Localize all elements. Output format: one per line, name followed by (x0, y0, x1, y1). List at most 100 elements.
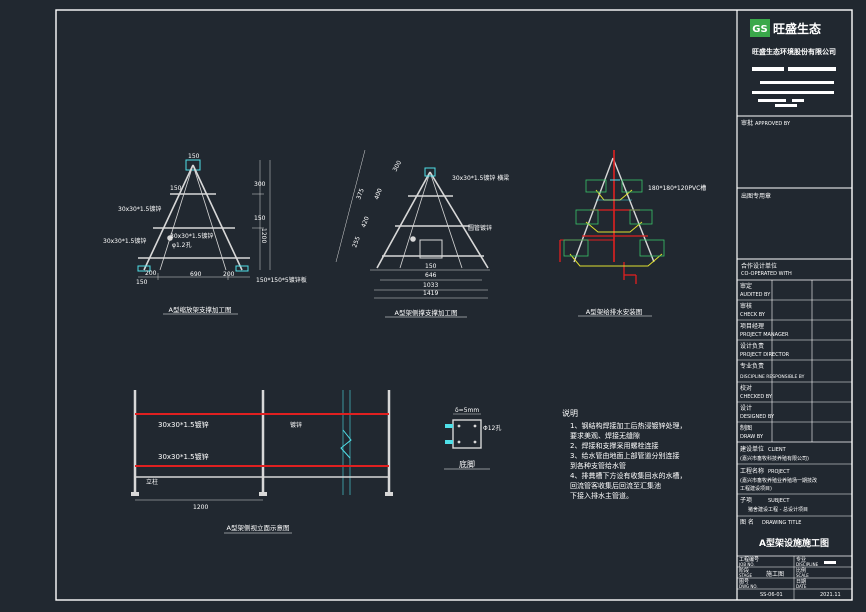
note-line: 下接入排水主管道。 (570, 491, 633, 500)
svg-text:DRAW BY: DRAW BY (740, 434, 764, 440)
svg-text:Φ12孔: Φ12孔 (483, 424, 501, 432)
notes-title: 说明 (562, 408, 578, 418)
company-name: 旺盛生态环境股份有限公司 (752, 47, 836, 56)
svg-text:STAGE: STAGE (739, 573, 752, 578)
svg-text:30x30*1.5镀锌: 30x30*1.5镀锌 (103, 237, 146, 245)
svg-text:圆管镀锌: 圆管镀锌 (468, 224, 492, 232)
svg-text:400: 400 (373, 187, 384, 200)
svg-text:300: 300 (392, 159, 404, 173)
title-block: GS 旺盛生态 旺盛生态环境股份有限公司 审批 APPROVED BY 出图专用… (737, 19, 852, 600)
svg-text:CLIENT: CLIENT (768, 447, 787, 453)
svg-text:专业: 专业 (796, 556, 806, 563)
note-line: 要求美观、焊接无缝隙 (570, 431, 640, 440)
svg-text:工程建设项目): 工程建设项目) (740, 485, 772, 492)
svg-text:φ1.2孔: φ1.2孔 (172, 241, 192, 249)
redacted-bar (752, 91, 834, 94)
svg-text:JOB NO.: JOB NO. (738, 562, 755, 567)
redacted-bar (760, 81, 834, 84)
svg-text:150*150*5镀锌板: 150*150*5镀锌板 (256, 276, 307, 284)
svg-text:DWG NO.: DWG NO. (739, 584, 758, 589)
subject-label: 子项 (740, 497, 752, 504)
svg-text:150: 150 (136, 279, 148, 286)
svg-text:阶段: 阶段 (739, 567, 749, 574)
svg-text:PROJECT: PROJECT (768, 469, 791, 475)
svg-text:AUDITED BY: AUDITED BY (740, 292, 771, 298)
svg-text:30x30*1.5镀锌: 30x30*1.5镀锌 (118, 205, 161, 213)
svg-text:GS: GS (752, 24, 767, 35)
notes-block: 说明 1、钢结构焊接加工后热浸镀锌处理， 要求美观、焊接无缝隙 2、焊接和支撑采… (562, 408, 686, 500)
client-label: 建设单位 (740, 445, 764, 453)
row-cn: 审核 (740, 302, 752, 310)
svg-text:1200: 1200 (260, 228, 267, 243)
svg-text:646: 646 (425, 272, 437, 279)
elevation-caption: A型架侧视立面示意图 (227, 523, 290, 532)
company-logo: GS 旺盛生态 (750, 19, 821, 37)
drawing-b-caption: A型架侧撑支撑加工图 (395, 308, 458, 317)
svg-text:1033: 1033 (423, 282, 438, 289)
svg-text:150: 150 (425, 263, 437, 270)
svg-text:690: 690 (190, 271, 202, 278)
drawing-a-caption: A型缩放架支撑加工图 (169, 305, 232, 314)
svg-text:PROJECT MANAGER: PROJECT MANAGER (740, 332, 789, 338)
note-line: 1、钢结构焊接加工后热浸镀锌处理， (570, 421, 686, 430)
drawing-b-labels: 30x30*1.5镀锌 横梁 圆管镀锌 375 400 420 255 300 … (351, 159, 509, 317)
svg-text:比例: 比例 (796, 567, 806, 574)
svg-text:DISCIPLINE: DISCIPLINE (796, 562, 819, 567)
svg-text:30x30*1.5镀锌: 30x30*1.5镀锌 (158, 452, 209, 461)
row-cn: 设计 (740, 404, 752, 412)
row-cn: 制图 (740, 424, 752, 432)
note-line: 到各种支管给水管 (570, 461, 626, 470)
co-op-label: 合作设计单位 (741, 262, 777, 270)
row-cn: 审定 (740, 282, 752, 290)
svg-text:图号: 图号 (739, 579, 749, 585)
svg-text:SCALE: SCALE (796, 573, 809, 578)
stage-value: 施工图 (766, 570, 784, 578)
drawing-a-frame (137, 159, 271, 280)
svg-text:30x30*1.5镀锌 横梁: 30x30*1.5镀锌 横梁 (452, 174, 509, 182)
dwg-no-value: SS-06-01 (760, 592, 783, 598)
svg-text:APPROVED BY: APPROVED BY (755, 121, 791, 127)
svg-text:δ=5mm: δ=5mm (455, 407, 479, 414)
svg-text:180*180*120PVC槽: 180*180*120PVC槽 (648, 184, 706, 192)
redacted-bar (758, 99, 786, 102)
meta-grid: 工程编号 JOB NO. 专业 DISCIPLINE 阶段 STAGE 施工图 … (737, 556, 852, 600)
svg-text:200: 200 (145, 270, 157, 277)
outer-frame (55, 9, 853, 601)
svg-text:日期: 日期 (796, 579, 806, 585)
svg-text:30x30*1.5镀锌: 30x30*1.5镀锌 (158, 420, 209, 429)
svg-text:DISCIPLINE RESPONSIBLE BY: DISCIPLINE RESPONSIBLE BY (740, 374, 805, 380)
client-value: (嘉兴市畜牧科技养殖有限公司) (740, 455, 809, 462)
svg-text:150: 150 (254, 215, 266, 222)
row-cn: 项目经理 (740, 322, 764, 330)
elevation-drawing (131, 390, 393, 501)
svg-text:DATE: DATE (796, 584, 807, 589)
svg-text:立柱: 立柱 (146, 478, 158, 486)
svg-text:30x30*1.5镀锌: 30x30*1.5镀锌 (170, 232, 213, 240)
base-detail: δ=5mm Φ12孔 底脚 (444, 407, 501, 470)
drawing-b-frame (335, 149, 490, 299)
svg-text:200: 200 (223, 271, 235, 278)
note-line: 2、焊接和支撑采用螺栓连接 (570, 441, 658, 450)
logo-text: 旺盛生态 (773, 21, 821, 36)
svg-text:DESIGNED BY: DESIGNED BY (740, 414, 775, 420)
svg-text:1200: 1200 (193, 504, 208, 511)
svg-text:1419: 1419 (423, 290, 438, 297)
svg-text:工程编号: 工程编号 (739, 556, 759, 563)
row-cn: 设计负责 (740, 342, 764, 350)
svg-text:镀锌: 镀锌 (290, 421, 302, 429)
note-line: 4、排粪槽下方设有收集回水的水槽， (570, 471, 686, 480)
svg-text:DRAWING TITLE: DRAWING TITLE (762, 520, 801, 526)
row-cn: 校对 (740, 384, 752, 392)
svg-text:CHECKED BY: CHECKED BY (740, 394, 773, 400)
redacted-bar (792, 99, 804, 102)
date-value: 2021.11 (820, 592, 841, 598)
svg-text:150: 150 (170, 185, 182, 192)
note-line: 回流管客收集后回流至汇集池 (570, 481, 661, 490)
svg-text:CHECK BY: CHECK BY (740, 312, 766, 318)
drawing-c-labels: 180*180*120PVC槽 A型架给排水安装图 (586, 184, 707, 316)
project-label: 工程名称 (740, 467, 764, 475)
drawing-title-label: 图 名 (740, 518, 754, 526)
drawing-title: A型架设施施工图 (759, 537, 829, 549)
svg-text:255: 255 (351, 235, 362, 248)
